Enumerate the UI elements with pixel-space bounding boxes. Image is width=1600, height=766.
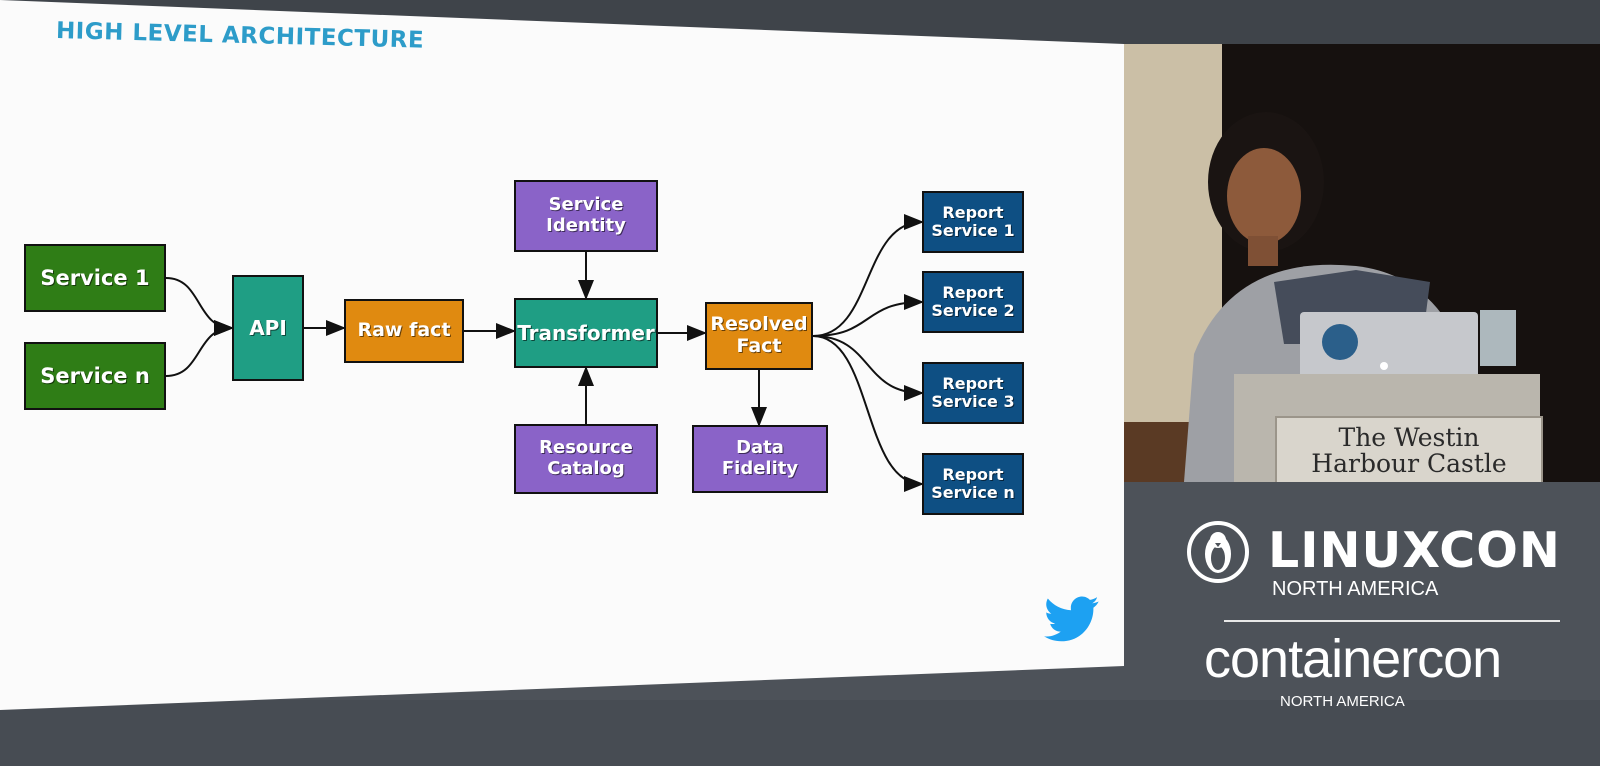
node-label: Service 1 [40, 265, 150, 290]
bottom-band [0, 700, 1600, 766]
twitter-bird-icon [1044, 596, 1099, 642]
brand-divider [1224, 620, 1560, 622]
node-api: API [232, 275, 304, 381]
presentation-slide: HIGH LEVEL ARCHITECTURE Service 1 Servic… [0, 0, 1124, 710]
edge-service_1-to-api [165, 277, 234, 336]
node-service-n: Service n [24, 342, 166, 410]
speaker-video: The Westin Harbour Castle [1124, 44, 1600, 482]
conference-branding: LINUXCON NORTH AMERICA containercon NORT… [1180, 521, 1580, 712]
node-service-1: Service 1 [24, 244, 166, 312]
linuxcon-logo-text: LINUXCON [1268, 522, 1561, 579]
edge-resolved_fact-to-report_3 [812, 335, 924, 401]
diagram-edges [165, 214, 924, 492]
edge-resolved_fact-to-report_2 [812, 294, 924, 337]
containercon-logo-text: containercon [1204, 629, 1502, 689]
node-label: API [249, 315, 287, 340]
containercon-region: NORTH AMERICA [1280, 693, 1405, 710]
node-label: Service n [40, 363, 150, 388]
edge-resolved_fact-to-report_1 [812, 214, 924, 337]
linuxcon-region: NORTH AMERICA [1272, 578, 1439, 600]
speaker-scene [1124, 44, 1600, 482]
node-label: Raw fact [357, 319, 451, 342]
podium-sign: The Westin Harbour Castle [1275, 416, 1543, 482]
edge-resolved_fact-to-report_n [812, 335, 924, 492]
node-transformer: Transformer [514, 298, 658, 368]
podium-sign-line: The Westin [1338, 422, 1480, 452]
edge-service_n-to-api [165, 320, 234, 377]
node-label: Transformer [517, 320, 655, 345]
node-raw-fact: Raw fact [344, 299, 464, 363]
penguin-icon [1187, 521, 1249, 583]
podium-sign-line: Harbour Castle [1311, 449, 1507, 478]
